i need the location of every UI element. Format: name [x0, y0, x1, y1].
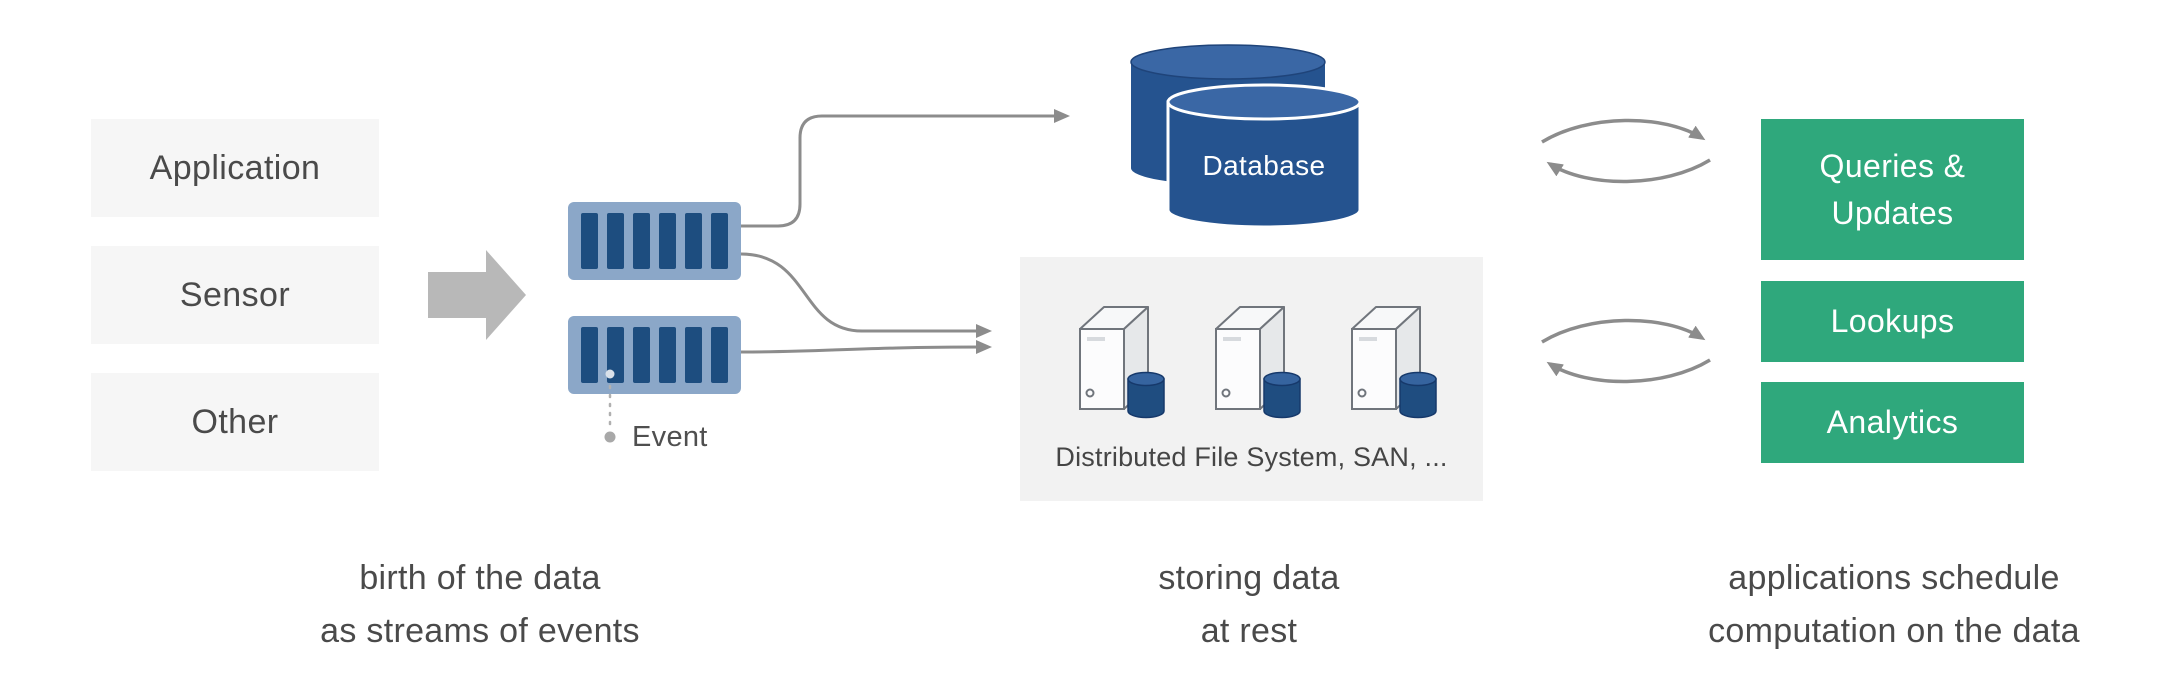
stream-bar-icon: [659, 213, 676, 269]
stream-icon: [568, 202, 741, 280]
caption-line: as streams of events: [320, 611, 640, 650]
app-label: Analytics: [1826, 404, 1959, 441]
stream-bar-icon: [581, 327, 598, 383]
stream-bar-icon: [607, 213, 624, 269]
sync-arrow-top-icon: [1541, 318, 1706, 344]
stream-bar-icon: [659, 327, 676, 383]
source-box-application: Application: [91, 119, 379, 217]
event-dot-icon: [604, 431, 616, 443]
event-label: Event: [632, 421, 708, 453]
caption-line: applications schedule: [1728, 559, 2060, 597]
server-icon: [1350, 306, 1437, 419]
stream-bar-icon: [685, 327, 702, 383]
caption-line: at rest: [1200, 611, 1298, 650]
caption-right: applications schedule computation on the…: [1654, 552, 2134, 657]
source-label: Sensor: [179, 275, 291, 314]
app-box-queries-updates: Queries & Updates: [1761, 119, 2024, 260]
app-box-analytics: Analytics: [1761, 382, 2024, 463]
app-label: Queries & Updates: [1819, 148, 1966, 231]
server-icon: [1078, 306, 1165, 419]
database-icon: [1130, 44, 1362, 229]
sync-arrow-bottom-icon: [1546, 358, 1711, 384]
stream-icon: [568, 316, 741, 394]
caption-middle: storing data at rest: [1009, 552, 1489, 657]
source-label: Application: [149, 148, 321, 187]
server-icon: [1214, 306, 1301, 419]
sync-arrow-top-icon: [1541, 118, 1706, 144]
stream-bar-icon: [711, 327, 728, 383]
source-label: Other: [191, 402, 279, 441]
stream-bar-icon: [633, 327, 650, 383]
arrow-stream2-to-filesystem: [740, 340, 992, 355]
caption-left: birth of the data as streams of events: [240, 552, 720, 657]
arrow-stream-to-database: [741, 109, 1070, 228]
filesystem-box: Distributed File System, SAN, ...: [1020, 257, 1483, 501]
app-box-lookups: Lookups: [1761, 281, 2024, 362]
caption-line: birth of the data: [359, 559, 601, 597]
arrow-stream1-to-filesystem: [740, 252, 992, 338]
app-label: Lookups: [1830, 303, 1955, 340]
stream-bar-icon: [685, 213, 702, 269]
caption-line: computation on the data: [1708, 611, 2080, 650]
database-label: Database: [1202, 150, 1326, 181]
sync-arrow-bottom-icon: [1546, 158, 1711, 184]
stream-bar-icon: [607, 327, 624, 383]
source-box-other: Other: [91, 373, 379, 471]
stream-bar-icon: [633, 213, 650, 269]
server-row: [1020, 257, 1483, 427]
source-box-sensor: Sensor: [91, 246, 379, 344]
caption-line: storing data: [1158, 559, 1340, 597]
stream-bar-icon: [711, 213, 728, 269]
flow-arrow-icon: [428, 250, 526, 340]
filesystem-label: Distributed File System, SAN, ...: [1055, 442, 1448, 472]
stream-bar-icon: [581, 213, 598, 269]
